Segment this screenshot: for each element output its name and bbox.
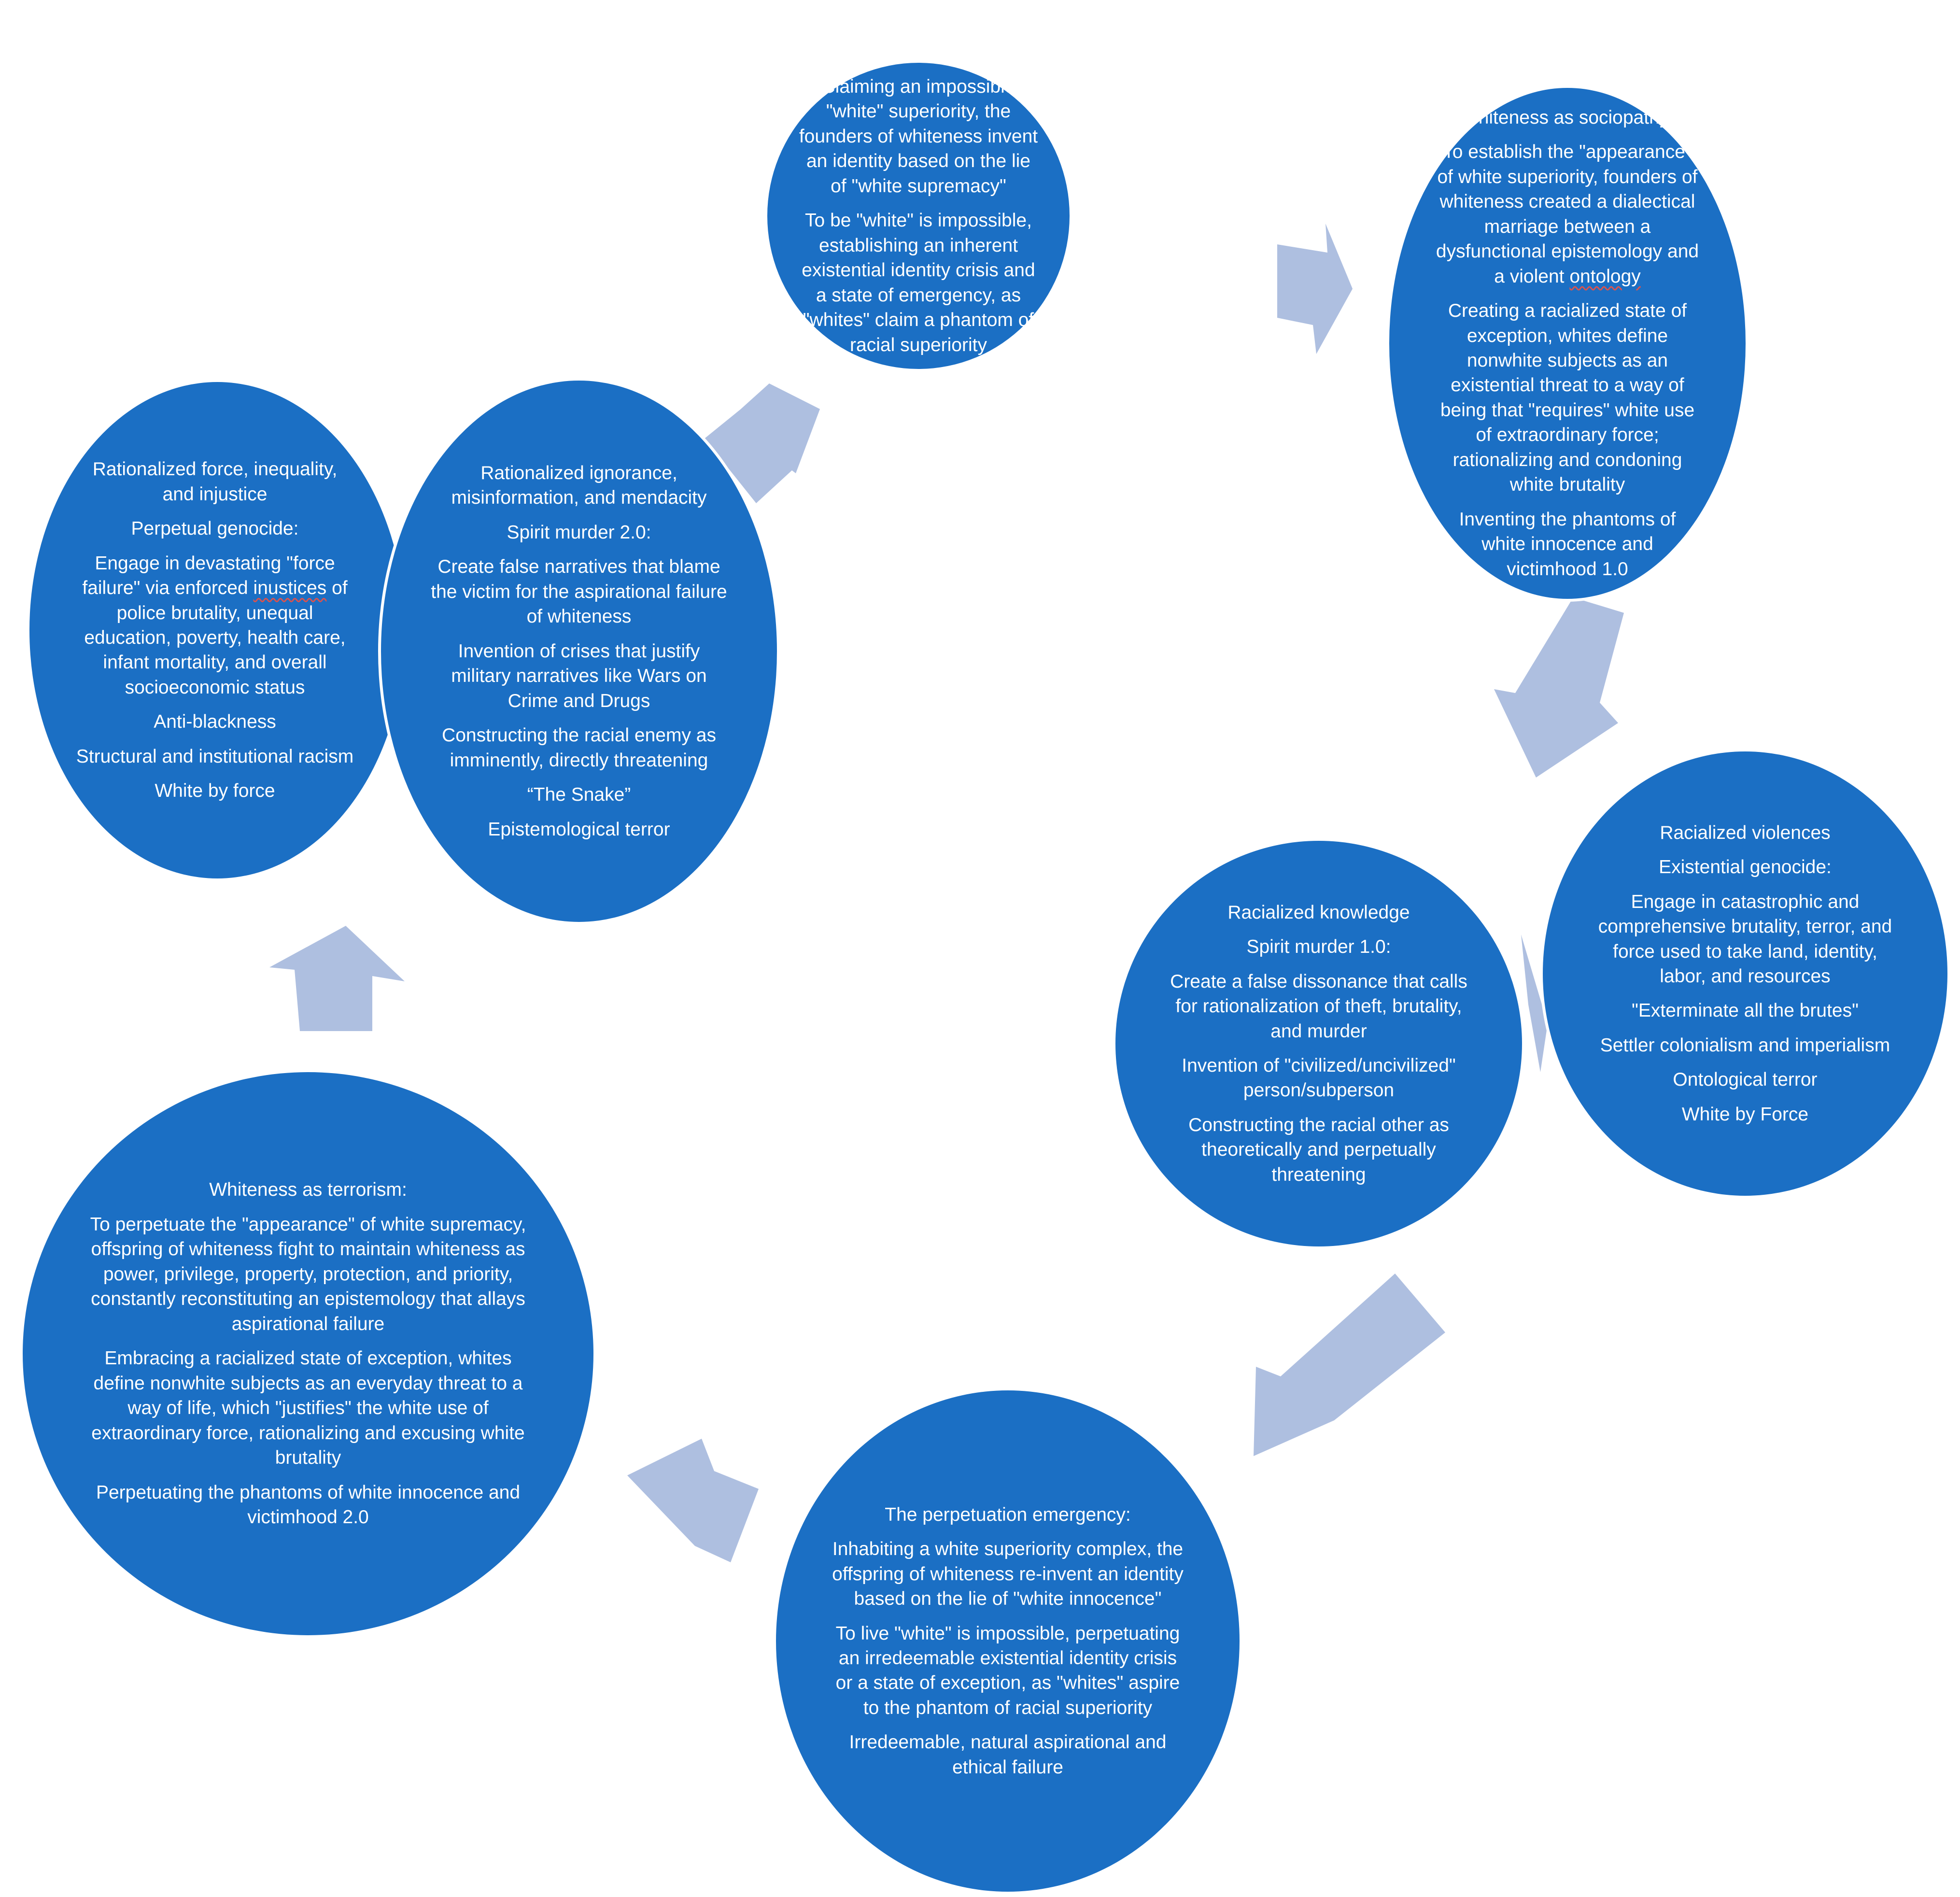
knowledge-line-2: Create a false dissonance that calls for… [1170, 971, 1467, 1042]
sociopathy-line-2: Creating a racialized state of exception… [1440, 300, 1695, 495]
establishment-line-1: Claiming an impossible "white" superiori… [799, 76, 1038, 197]
violences-line-4: Settler colonialism and imperialism [1600, 1034, 1890, 1056]
terrorism-line-2: Embracing a racialized state of exceptio… [91, 1348, 525, 1469]
force-line-3: Anti-blackness [154, 711, 276, 733]
sociopathy-line-1: To establish the "appearance" of white s… [1436, 142, 1699, 287]
force-line-4: Structural and institutional racism [76, 746, 354, 767]
sociopathy-line-3: Inventing the phantoms of white innocenc… [1459, 509, 1676, 580]
terrorism-title: Whiteness as terrorism: [209, 1179, 407, 1201]
ignorance-line-2: Create false narratives that blame the v… [431, 556, 727, 627]
sociopathy-title: Whiteness as sociopathy: [1460, 107, 1675, 128]
node-racialized-violences: Racialized violences Existential genocid… [1540, 749, 1950, 1199]
knowledge-line-1: Spirit murder 1.0: [1246, 936, 1391, 958]
establishment-line-2: To be "white" is impossible, establishin… [802, 210, 1035, 355]
establishment-title: The establishment emergency: [841, 16, 996, 63]
violences-line-2: Engage in catastrophic and comprehensive… [1598, 891, 1892, 987]
terrorism-line-1: To perpetuate the "appearance" of white … [90, 1214, 526, 1334]
node-rationalized-ignorance: Rationalized ignorance, misinformation, … [378, 378, 780, 925]
ignorance-line-5: “The Snake” [527, 784, 631, 806]
ignorance-line-1: Spirit murder 2.0: [507, 522, 651, 543]
perpetuation-title: The perpetuation emergency: [885, 1504, 1131, 1525]
force-line-2: Engage in devastating "force failure" vi… [82, 552, 348, 698]
violences-line-1: Existential genocide: [1659, 857, 1832, 878]
force-line-5: White by force [155, 780, 275, 802]
violences-line-6: White by Force [1681, 1104, 1809, 1125]
force-line-1: Perpetual genocide: [131, 518, 299, 539]
perpetuation-line-1: Inhabiting a white superiority complex, … [832, 1539, 1184, 1610]
perpetuation-line-2: To live "white" is impossible, perpetuat… [835, 1623, 1180, 1718]
arrow-sociopathy-to-violences [1494, 597, 1624, 778]
ignorance-line-6: Epistemological terror [488, 819, 670, 840]
knowledge-title: Racialized knowledge [1227, 902, 1410, 923]
terrorism-line-3: Perpetuating the phantoms of white innoc… [96, 1482, 521, 1528]
arrow-establishment-to-sociopathy [1277, 224, 1353, 354]
node-perpetuation-emergency: The perpetuation emergency: Inhabiting a… [773, 1387, 1242, 1895]
arrow-perpetuation-to-terrorism [627, 1439, 759, 1562]
arrow-terrorism-to-force [269, 926, 405, 1031]
knowledge-line-4: Constructing the racial other as theoret… [1188, 1114, 1449, 1185]
arrow-ignorance-to-establishment [705, 383, 820, 503]
ignorance-title: Rationalized ignorance, misinformation, … [451, 462, 707, 509]
node-racialized-knowledge: Racialized knowledge Spirit murder 1.0: … [1113, 838, 1525, 1249]
arrow-knowledge-to-perpetuation [1254, 1274, 1445, 1456]
node-whiteness-as-sociopathy: Whiteness as sociopathy: To establish th… [1386, 85, 1748, 602]
knowledge-line-3: Invention of "civilized/uncivilized" per… [1182, 1055, 1456, 1101]
perpetuation-line-3: Irredeemable, natural aspirational and e… [849, 1732, 1167, 1778]
sociopathy-flagged-word: ontology [1569, 266, 1641, 287]
violences-line-5: Ontological terror [1673, 1069, 1818, 1090]
violences-title: Racialized violences [1660, 822, 1831, 843]
violences-line-3: "Exterminate all the brutes" [1632, 1000, 1859, 1021]
node-establishment-emergency: The establishment emergency: Claiming an… [764, 17, 1072, 415]
force-flagged-word: inustices [253, 578, 327, 599]
node-whiteness-as-terrorism: Whiteness as terrorism: To perpetuate th… [20, 1069, 596, 1638]
ignorance-line-4: Constructing the racial enemy as imminen… [442, 725, 716, 771]
force-title: Rationalized force, inequality, and inju… [92, 459, 338, 505]
establishment-line-3: Inherent, natural theoretical and moral … [804, 369, 1033, 415]
arrow-violences-to-knowledge [1521, 934, 1548, 1072]
ignorance-line-3: Invention of crises that justify militar… [451, 640, 707, 711]
node-rationalized-force: Rationalized force, inequality, and inju… [27, 379, 408, 881]
